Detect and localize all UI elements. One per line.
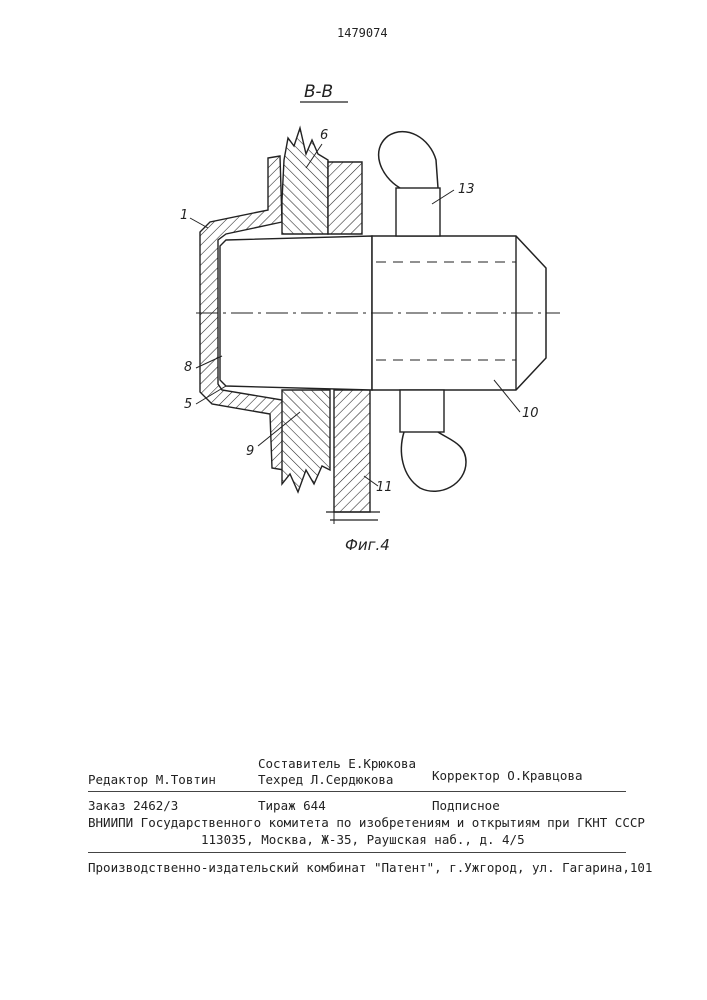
imprint-rule-top [88, 791, 626, 792]
imprint-subscription: Подписное [432, 798, 500, 813]
figure-caption: Фиг.4 [345, 536, 390, 554]
imprint-editor: Редактор М.Товтин [88, 772, 216, 787]
callout-5: 5 [184, 397, 192, 412]
imprint-tech-editor: Техред Л.Сердюкова [258, 772, 393, 787]
callout-1: 1 [180, 208, 188, 223]
callout-10: 10 [522, 406, 539, 421]
technical-drawing [0, 0, 707, 600]
callout-8: 8 [184, 360, 192, 375]
callout-11: 11 [376, 480, 393, 495]
imprint-circulation: Тираж 644 [258, 798, 326, 813]
imprint-corrector: Корректор О.Кравцова [432, 768, 583, 783]
callout-13: 13 [458, 182, 475, 197]
imprint-address: 113035, Москва, Ж-35, Раушская наб., д. … [201, 832, 525, 847]
section-label: B-B [304, 82, 333, 102]
imprint-rule-bottom [88, 852, 626, 853]
imprint-composer: Составитель Е.Крюкова [258, 756, 416, 771]
callout-6: 6 [320, 128, 328, 143]
imprint-publisher: Производственно-издательский комбинат "П… [88, 860, 652, 875]
imprint-institute: ВНИИПИ Государственного комитета по изоб… [88, 815, 645, 830]
callout-9: 9 [246, 444, 254, 459]
imprint-order: Заказ 2462/3 [88, 798, 178, 813]
